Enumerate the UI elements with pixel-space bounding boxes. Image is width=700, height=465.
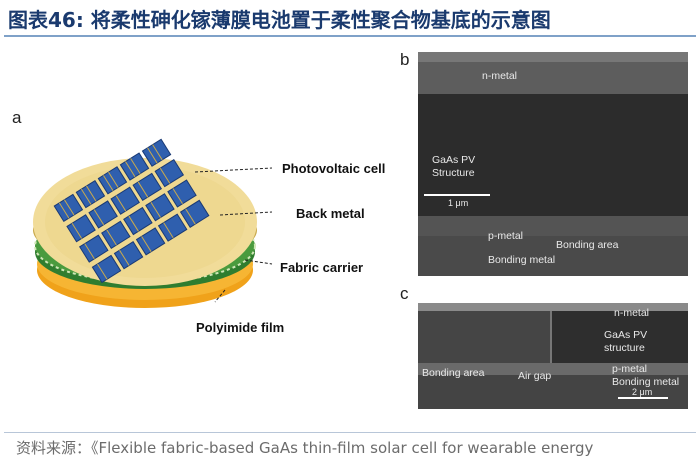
fabric-carrier-label: Fabric carrier xyxy=(280,260,364,275)
panel-label-a: a xyxy=(12,108,22,127)
sem-image-b: n-metal GaAs PV Structure 1 μm p-metal B… xyxy=(418,52,688,276)
photovoltaic-cell-array xyxy=(53,138,210,284)
c-bonding-metal-label: Bonding metal xyxy=(612,376,680,388)
b-gaas-pv-line1: GaAs PV xyxy=(432,154,476,166)
b-scale-bar xyxy=(424,194,490,196)
solar-cell-stack-diagram xyxy=(33,138,273,308)
sem-image-c: n-metal GaAs PV structure Bonding area A… xyxy=(418,303,688,409)
source-citation: 资料来源：《Flexible fabric-based GaAs thin-fi… xyxy=(16,439,594,457)
footer-divider xyxy=(4,432,696,433)
b-scale-bar-label: 1 μm xyxy=(448,198,469,208)
c-p-metal-label: p-metal xyxy=(612,363,648,375)
polyimide-film-label: Polyimide film xyxy=(196,320,285,335)
photovoltaic-cell-label: Photovoltaic cell xyxy=(282,161,386,176)
title-divider xyxy=(4,35,696,37)
back-metal-label: Back metal xyxy=(296,206,365,221)
c-air-gap-label: Air gap xyxy=(518,370,552,382)
c-scale-bar-label: 2 μm xyxy=(632,387,653,397)
b-gaas-pv-line2: Structure xyxy=(432,167,475,179)
c-bonding-area-label: Bonding area xyxy=(422,367,485,379)
c-n-metal-label: n-metal xyxy=(614,307,650,319)
b-p-metal-label: p-metal xyxy=(488,230,524,242)
b-bonding-metal-label: Bonding metal xyxy=(488,254,556,266)
b-n-metal-label: n-metal xyxy=(482,70,518,82)
figure-title: 图表46: 将柔性砷化镓薄膜电池置于柔性聚合物基底的示意图 xyxy=(8,8,551,32)
panel-label-c: c xyxy=(400,284,409,303)
c-gaas-pv-line1: GaAs PV xyxy=(604,329,648,341)
panel-label-b: b xyxy=(400,50,410,69)
c-gaas-pv-line2: structure xyxy=(604,342,645,354)
b-bonding-area-label: Bonding area xyxy=(556,239,619,251)
c-scale-bar xyxy=(618,397,668,399)
